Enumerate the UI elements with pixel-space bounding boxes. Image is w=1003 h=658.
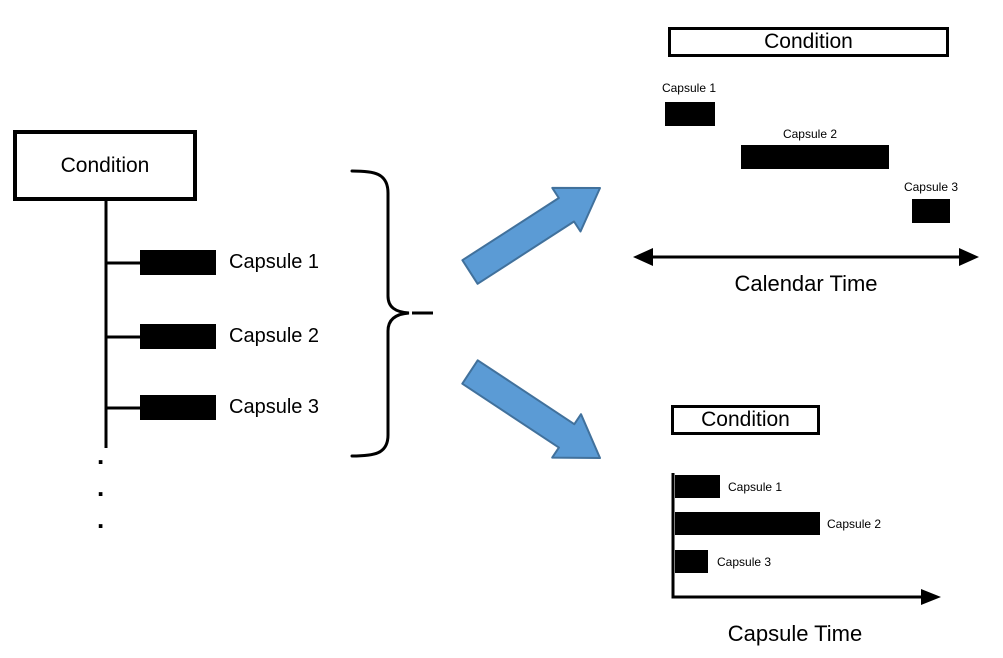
calendar-time-axis-label: Calendar Time (734, 271, 878, 296)
arrow-up-right-icon (461, 186, 601, 285)
tree-branch-ticks (106, 261, 140, 410)
ellipsis-dot-2: . (97, 472, 105, 502)
calendar-condition-box: Condition (668, 27, 949, 57)
calendar-capsule-2-label: Capsule 2 (782, 127, 838, 141)
left-condition-label: Condition (60, 153, 150, 177)
capsuletime-capsule-3-bar (675, 550, 708, 573)
ellipsis-dot-3: . (97, 504, 105, 534)
left-capsule-3-label: Capsule 3 (229, 396, 320, 418)
left-capsule-3-bar (140, 395, 216, 420)
capsule-time-axis-label: Capsule Time (727, 621, 863, 646)
calendar-condition-label: Condition (764, 30, 853, 53)
capsuletime-capsule-3-label: Capsule 3 (717, 555, 772, 569)
capsuletime-capsule-1-bar (675, 475, 720, 498)
calendar-capsule-3-bar (912, 199, 950, 223)
left-capsule-2-label: Capsule 2 (229, 325, 320, 347)
left-capsule-2-bar (140, 324, 216, 349)
arrow-down-right-icon (461, 359, 601, 459)
capsule-condition-label: Condition (701, 408, 790, 431)
calendar-capsule-2-bar (741, 145, 889, 169)
calendar-capsule-1-label: Capsule 1 (661, 81, 717, 95)
capsuletime-capsule-2-bar (675, 512, 820, 535)
calendar-capsule-1-bar (665, 102, 715, 126)
capsuletime-capsule-1-label: Capsule 1 (728, 480, 783, 494)
capsuletime-capsule-2-label: Capsule 2 (827, 517, 882, 531)
left-capsule-1-label: Capsule 1 (229, 251, 320, 273)
left-condition-box: Condition (13, 130, 197, 201)
left-capsule-1-bar (140, 250, 216, 275)
calendar-capsule-3-label: Capsule 3 (903, 180, 959, 194)
ellipsis-dot-1: . (97, 440, 105, 470)
capsule-condition-box: Condition (671, 405, 820, 435)
calendar-time-axis-arrow (633, 248, 979, 266)
curly-brace-icon (350, 169, 410, 458)
